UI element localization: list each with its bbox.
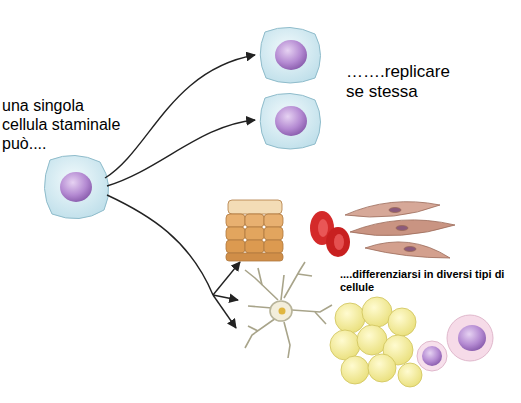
blood-cells <box>417 315 493 371</box>
daughter-cell <box>260 93 320 149</box>
text-label: ....differenziarsi in diversi tipi di ce… <box>340 268 520 294</box>
muscle-cells <box>345 202 455 258</box>
red-blood-cells <box>310 211 350 257</box>
arrow <box>105 55 255 328</box>
text-label: una singola cellula staminale può.... <box>2 96 132 154</box>
stem-cell <box>44 155 108 218</box>
epithelial-cells <box>226 200 283 261</box>
fat-cells <box>330 297 422 387</box>
neuron <box>245 262 332 358</box>
daughter-cell <box>260 27 320 83</box>
text-label: …….replicare se stessa <box>346 62 456 103</box>
